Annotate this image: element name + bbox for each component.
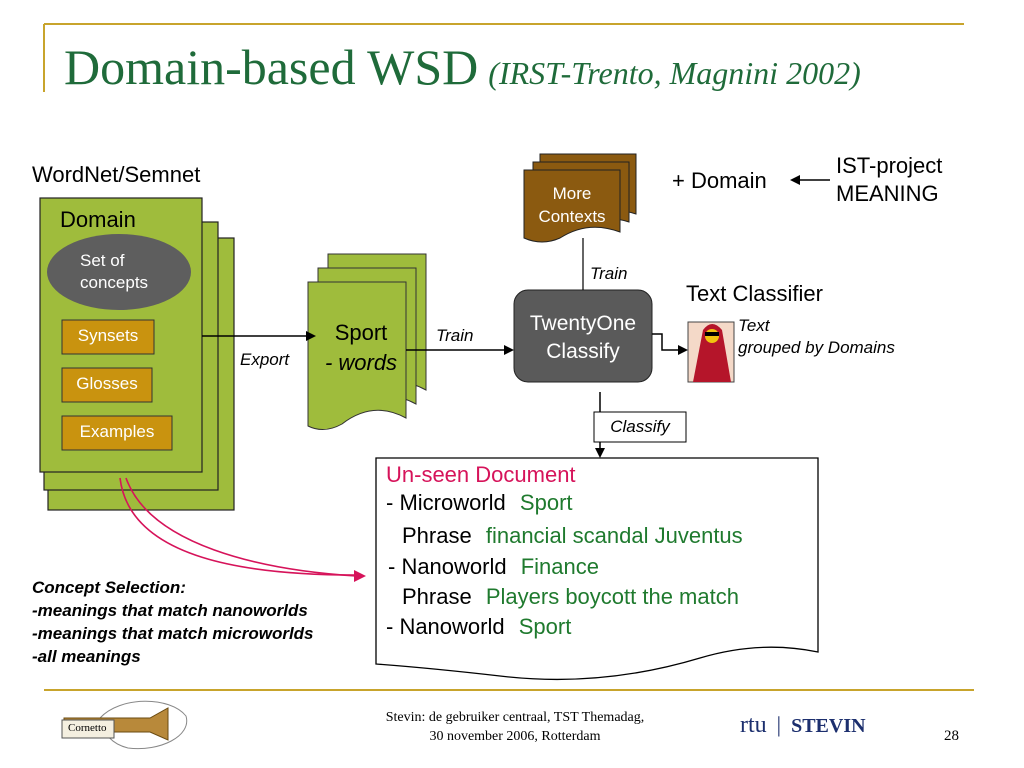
doc-line-5: - Nanoworld Sport — [386, 614, 571, 640]
unseen-document-shape — [375, 457, 819, 681]
classifier-line2: Classify — [546, 340, 620, 363]
doc-line-1-prefix: - Microworld — [386, 490, 506, 515]
page-number: 28 — [944, 728, 959, 744]
doc-line-3-value: Finance — [520, 554, 600, 579]
synsets-label: Synsets — [77, 326, 139, 345]
doc-line-1: - Microworld Sport — [386, 490, 573, 516]
examples-label: Examples — [79, 422, 155, 441]
doc-line-5-prefix: - Nanoworld — [386, 614, 505, 639]
sport-words-stack — [307, 253, 427, 430]
more-contexts-label: More Contexts — [524, 182, 620, 228]
doc-line-4-prefix: Phrase — [402, 584, 472, 609]
doc-line-4-value: Players boycott the match — [485, 584, 739, 609]
cornetto-logo-text: Cornetto — [68, 722, 107, 734]
set-of-concepts-ellipse — [47, 234, 191, 310]
doc-line-2: Phrase financial scandal Juventus — [402, 523, 743, 549]
train-label-lower: Train — [436, 326, 474, 345]
ist-project-label: IST-project MEANING — [836, 152, 942, 208]
sport-words-line1: Sport — [334, 320, 388, 345]
stevin-logo-mark: rtu — [740, 712, 767, 738]
examples-box — [61, 415, 173, 451]
more-contexts-line2: Contexts — [538, 207, 606, 226]
more-contexts-stack — [523, 153, 637, 243]
classify-label: Classify — [610, 417, 670, 436]
footer-line1: Stevin: de gebruiker centraal, TST Thema… — [385, 710, 645, 725]
concept-selection-item-3: -all meanings — [32, 647, 141, 666]
text-classifier-heading: Text Classifier — [686, 281, 823, 306]
text-grouped-label: Text grouped by Domains — [738, 315, 895, 359]
ist-project-line2: MEANING — [836, 181, 939, 206]
set-of-concepts-line2: concepts — [80, 273, 149, 292]
twentyone-classifier-label: TwentyOne Classify — [514, 310, 652, 366]
stevin-logo-text: STEVIN — [791, 715, 866, 737]
text-grouped-line1: Text — [738, 316, 770, 335]
doc-line-5-value: Sport — [518, 614, 572, 639]
footer-line2: 30 november 2006, Rotterdam — [429, 729, 601, 744]
concept-selection-heading: Concept Selection: — [32, 578, 186, 597]
ist-project-line1: IST-project — [836, 153, 943, 178]
concept-item-2-text: meanings that match microworlds — [37, 624, 314, 643]
set-of-concepts-label: Set of concepts — [80, 250, 148, 294]
text-grouped-line2: grouped by Domains — [738, 338, 895, 357]
train-label-upper: Train — [590, 264, 628, 283]
slide-title-main: Domain-based WSD — [64, 39, 479, 95]
footer-citation: Stevin: de gebruiker centraal, TST Thema… — [330, 708, 700, 746]
concept-item-1-text: meanings that match nanoworlds — [37, 601, 308, 620]
doc-line-2-prefix: Phrase — [402, 523, 472, 548]
wordnet-heading: WordNet/Semnet — [32, 162, 201, 187]
concept-selection-item-2: -meanings that match microworlds — [32, 624, 314, 643]
stevin-logo: rtu | STEVIN — [740, 712, 866, 738]
doc-line-4: Phrase Players boycott the match — [402, 584, 739, 610]
set-of-concepts-line1: Set of — [80, 251, 125, 270]
concept-selection-item-1: -meanings that match nanoworlds — [32, 601, 308, 620]
glosses-label: Glosses — [76, 374, 138, 393]
plus-domain-label: + Domain — [672, 168, 767, 193]
doc-line-3: - Nanoworld Finance — [388, 554, 599, 580]
classifier-line1: TwentyOne — [529, 312, 637, 335]
doc-line-1-value: Sport — [519, 490, 573, 515]
synsets-box — [61, 319, 155, 355]
doc-line-3-prefix: - Nanoworld — [388, 554, 507, 579]
sport-words-label: Sport - words — [316, 318, 406, 378]
doc-line-2-value: financial scandal Juventus — [485, 523, 743, 548]
classify-label-box — [593, 411, 687, 443]
concept-selection: Concept Selection: -meanings that match … — [32, 576, 314, 668]
cornetto-logo — [61, 700, 188, 750]
text-classifier-avatar-icon — [687, 321, 735, 383]
unseen-document-heading: Un-seen Document — [386, 462, 576, 487]
concept-item-3-text: all meanings — [37, 647, 141, 666]
export-label: Export — [240, 350, 290, 369]
concept-selection-curve-2 — [125, 477, 357, 577]
slide-subtitle: (IRST-Trento, Magnini 2002) — [488, 55, 861, 91]
slide-title: Domain-based WSD(IRST-Trento, Magnini 20… — [64, 38, 861, 96]
domain-label: Domain — [60, 207, 136, 232]
concept-selection-curve-1 — [119, 477, 357, 576]
more-contexts-line1: More — [552, 184, 592, 203]
glosses-box — [61, 367, 153, 403]
sport-words-line2: - words — [324, 350, 398, 375]
